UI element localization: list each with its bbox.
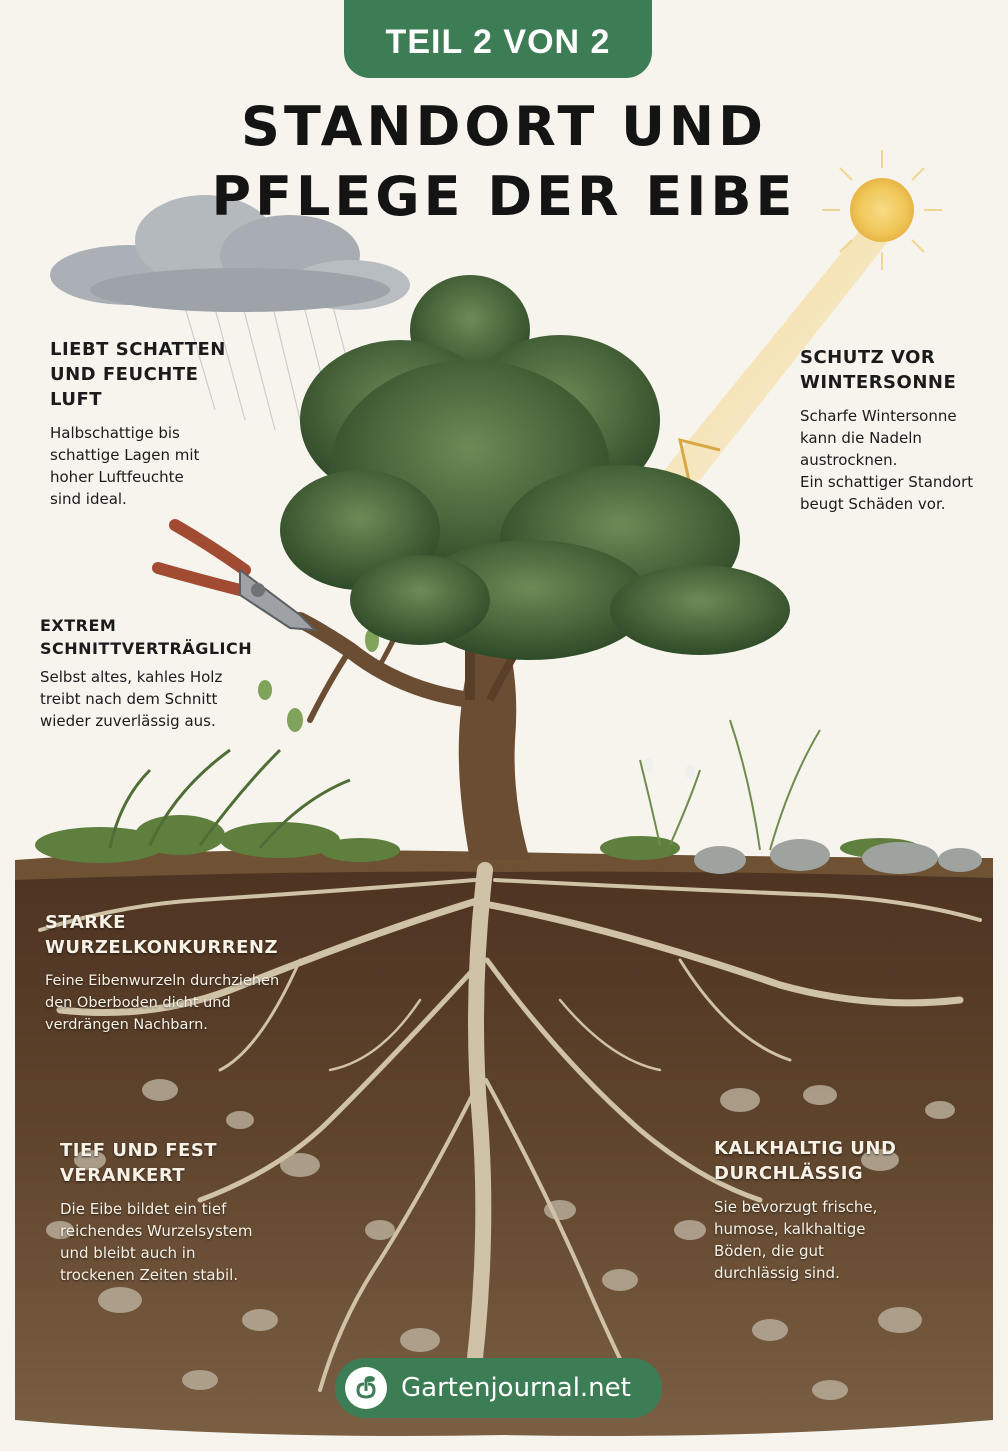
ground-plants: [35, 719, 982, 874]
soil-info-block: KALKHALTIG UND DURCHLÄSSIG Sie bevorzugt…: [714, 1136, 914, 1284]
roots-info-block: STARKE WURZELKONKURRENZ Feine Eibenwurze…: [45, 910, 305, 1036]
rain-cloud-icon: [50, 195, 410, 441]
anchor-info-block: TIEF UND FEST VERANKERT Die Eibe bildet …: [60, 1138, 290, 1286]
soil-cross-section: [15, 850, 993, 1436]
brand-footer[interactable]: Gartenjournal.net: [335, 1358, 662, 1418]
page-title: STANDORT UND PFLEGE DER EIBE: [0, 92, 1008, 232]
part-badge: TEIL 2 VON 2: [344, 0, 652, 78]
yew-tree: [258, 275, 790, 860]
sun-info-block: SCHUTZ VOR WINTERSONNE Scharfe Winterson…: [800, 345, 1000, 515]
prune-text: Selbst altes, kahles Holz treibt nach de…: [40, 668, 223, 730]
roots-heading: STARKE WURZELKONKURRENZ: [45, 912, 279, 958]
title-line: STANDORT UND: [241, 95, 767, 158]
sun-icon: [640, 150, 942, 500]
sun-text: Scharfe Wintersonne kann die Nadeln aust…: [800, 407, 974, 513]
soil-text: Sie bevorzugt frische, humose, kalkhalti…: [714, 1198, 878, 1282]
pruning-shears-icon: [152, 519, 318, 632]
brand-name: Gartenjournal.net: [401, 1373, 631, 1403]
title-line: PFLEGE DER EIBE: [211, 165, 797, 228]
prune-info-block: EXTREM SCHNITTVERTRÄGLICH Selbst altes, …: [40, 614, 280, 732]
shade-info-block: LIEBT SCHATTEN UND FEUCHTE LUFT Halbscha…: [50, 337, 280, 510]
shade-text: Halbschattige bis schattige Lagen mit ho…: [50, 424, 200, 508]
shade-heading: LIEBT SCHATTEN UND FEUCHTE LUFT: [50, 339, 226, 410]
anchor-heading: TIEF UND FEST VERANKERT: [60, 1140, 218, 1186]
sun-heading: SCHUTZ VOR WINTERSONNE: [800, 347, 957, 393]
anchor-text: Die Eibe bildet ein tief reichendes Wurz…: [60, 1200, 253, 1284]
prune-heading: EXTREM SCHNITTVERTRÄGLICH: [40, 616, 253, 658]
soil-heading: KALKHALTIG UND DURCHLÄSSIG: [714, 1138, 897, 1184]
roots-text: Feine Eibenwurzeln durchziehen den Oberb…: [45, 973, 280, 1033]
sprout-logo-icon: [345, 1367, 387, 1409]
